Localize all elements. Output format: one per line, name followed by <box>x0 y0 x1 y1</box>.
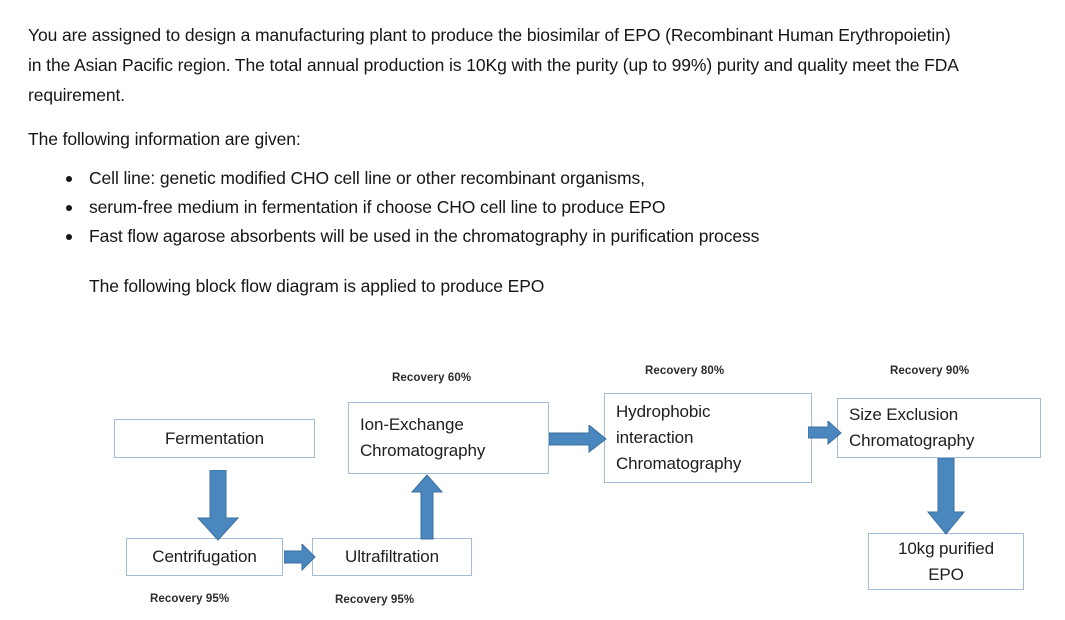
given-info-list: Cell line: genetic modified CHO cell lin… <box>28 164 958 251</box>
arrow-ultrafiltration-to-ion-exchange <box>411 474 443 540</box>
node-ion-exchange-line1: Ion-Exchange <box>360 415 464 434</box>
node-ion-exchange-chromatography[interactable]: Ion-Exchange Chromatography <box>348 402 549 474</box>
arrow-hydrophobic-to-size-exclusion <box>808 421 842 445</box>
recovery-label-ion-exchange: Recovery 60% <box>392 372 472 384</box>
arrow-centrifugation-to-ultrafiltration <box>284 544 316 571</box>
node-fermentation-label: Fermentation <box>165 428 264 448</box>
list-item: serum-free medium in fermentation if cho… <box>28 193 958 222</box>
node-size-exclusion-chromatography[interactable]: Size Exclusion Chromatography <box>837 398 1041 458</box>
arrow-fermentation-to-centrifugation <box>196 470 240 541</box>
node-product-line1: 10kg purified <box>897 538 995 558</box>
document-body: You are assigned to design a manufacturi… <box>28 20 958 301</box>
node-centrifugation-label: Centrifugation <box>152 547 257 566</box>
recovery-label-hydrophobic: Recovery 80% <box>645 365 725 377</box>
node-hydrophobic-line2: interaction <box>616 428 694 447</box>
node-ultrafiltration-label: Ultrafiltration <box>345 547 439 566</box>
node-hydrophobic-line3: Chromatography <box>616 454 742 473</box>
recovery-label-ultrafiltration: Recovery 95% <box>335 594 415 606</box>
list-item: Cell line: genetic modified CHO cell lin… <box>28 164 958 193</box>
node-size-exclusion-line2: Chromatography <box>849 431 975 450</box>
recovery-label-size-exclusion: Recovery 90% <box>890 365 970 377</box>
node-product-line2: EPO <box>928 564 964 584</box>
node-fermentation[interactable]: Fermentation <box>114 419 315 458</box>
node-size-exclusion-line1: Size Exclusion <box>849 405 959 424</box>
intro-paragraph: You are assigned to design a manufacturi… <box>28 25 958 105</box>
list-item: Fast flow agarose absorbents will be use… <box>28 222 958 251</box>
arrow-size-exclusion-to-product <box>926 458 966 535</box>
node-ion-exchange-line2: Chromatography <box>360 441 486 460</box>
arrow-ion-exchange-to-hydrophobic <box>549 425 607 453</box>
recovery-label-centrifugation: Recovery 95% <box>150 593 230 605</box>
node-ultrafiltration[interactable]: Ultrafiltration <box>312 538 472 576</box>
given-info-heading: The following information are given: <box>28 129 301 149</box>
node-product-output[interactable]: 10kg purified EPO <box>868 533 1024 590</box>
block-flow-diagram-note: The following block flow diagram is appl… <box>89 276 545 296</box>
node-centrifugation[interactable]: Centrifugation <box>126 538 283 576</box>
node-hydrophobic-line1: Hydrophobic <box>616 402 711 421</box>
node-hydrophobic-interaction-chromatography[interactable]: Hydrophobic interaction Chromatography <box>604 393 812 483</box>
